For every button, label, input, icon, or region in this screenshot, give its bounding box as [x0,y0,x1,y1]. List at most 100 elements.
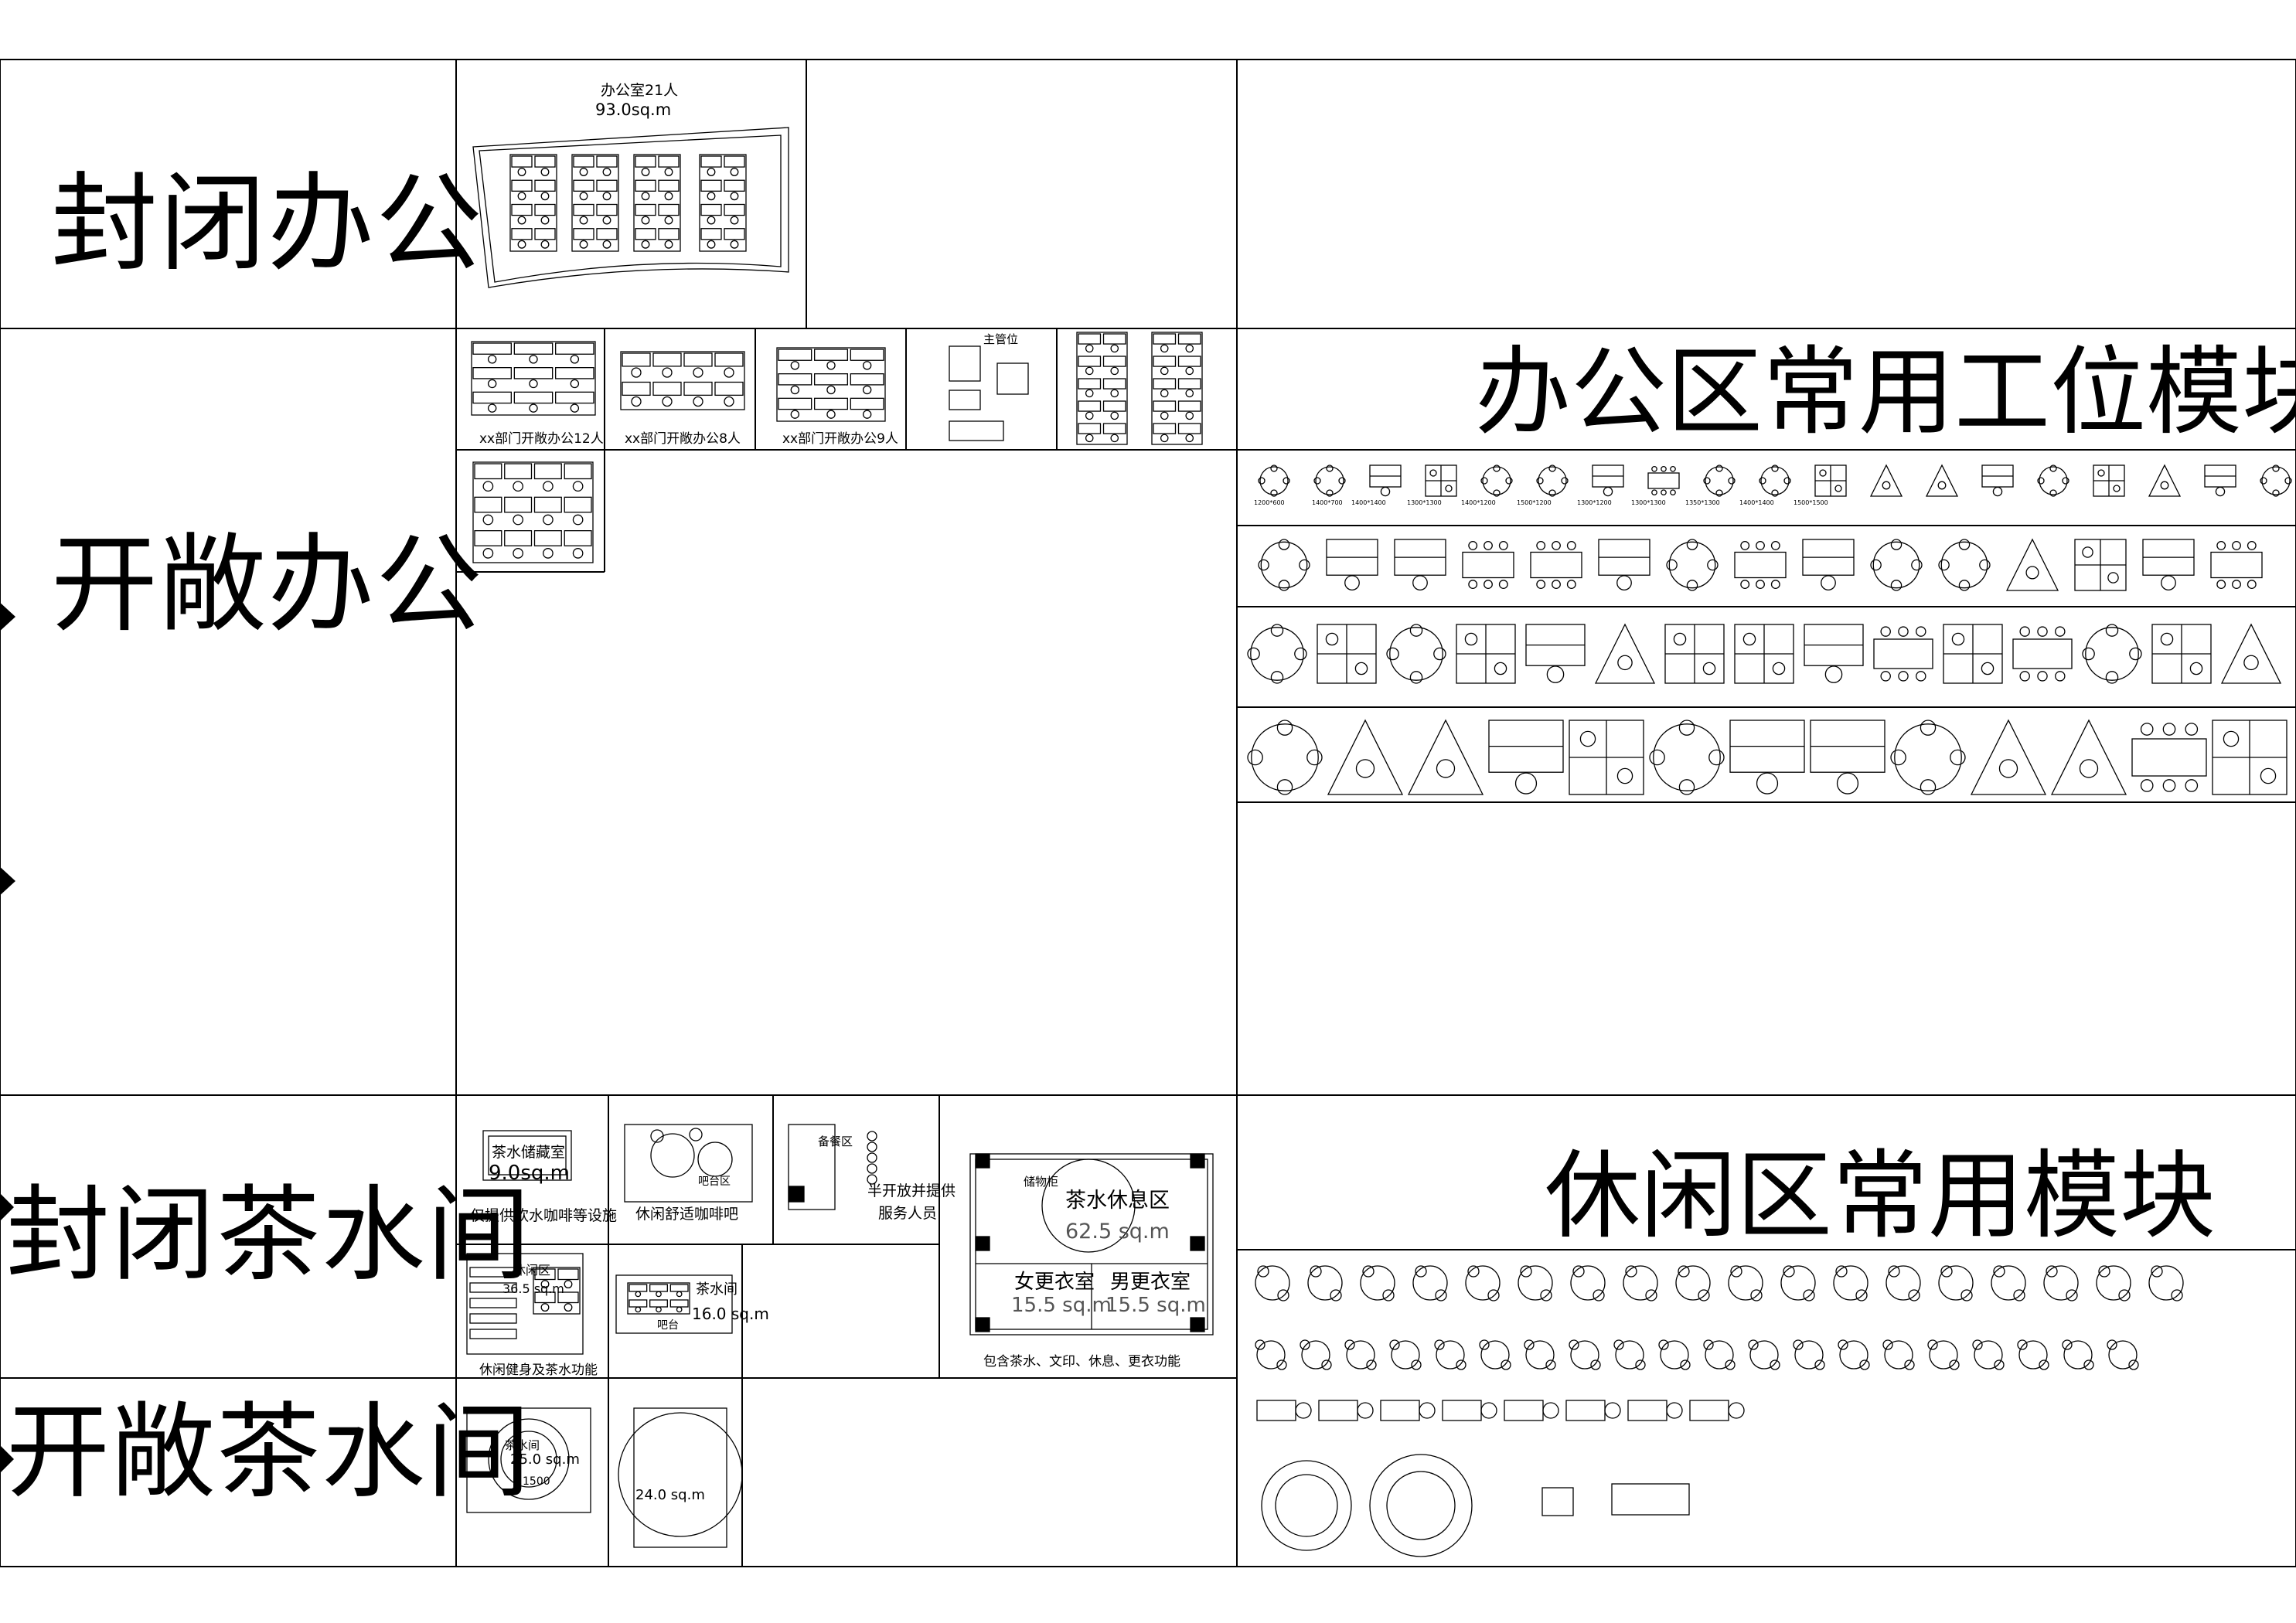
chair-symbol [1330,1289,1342,1301]
chair-symbol [707,216,716,225]
chair-symbol [1501,1359,1511,1370]
workstation-module [1925,464,1959,497]
sofa-symbol [1689,1400,1729,1421]
triangle-marker [0,864,15,898]
chair-symbol [641,192,650,201]
chair-symbol [1344,1339,1355,1350]
chair-symbol [579,192,588,201]
desk-outline [472,367,512,379]
column-symbol [788,1186,805,1203]
chair-symbol [572,481,584,492]
desk-outline [814,397,848,410]
room-area: 15.5 sq.m [1011,1294,1112,1317]
column-symbol [975,1153,990,1169]
desk-outline [714,352,744,367]
chair-symbol [707,192,716,201]
chair-symbol [1938,559,1950,571]
chair-symbol [867,1174,877,1185]
chair-symbol [1445,485,1453,492]
chair-symbol [1185,411,1194,420]
lounge-table [1974,1340,2003,1370]
chair-symbol [1911,559,1923,571]
lounge-table [1623,1265,1658,1301]
chair-symbol [1545,1359,1556,1370]
round-lounge [1275,1474,1338,1537]
chair-symbol [1313,477,1321,485]
chair-symbol [1389,1339,1400,1350]
chair-symbol [1498,580,1508,590]
chair-symbol [1493,464,1501,472]
lounge-table [1728,1265,1763,1301]
round-table [1259,466,1289,495]
chair-symbol [664,192,673,201]
chair-symbol [1949,1359,1960,1370]
chair-symbol [1270,489,1278,497]
desk-outline [1153,333,1177,345]
workstation-size-label: 1400*1400 [1351,499,1386,506]
workstation-module [2012,638,2073,669]
chair-symbol [517,192,526,201]
chair-symbol [2171,1289,2183,1301]
section-title-leisure-modules: 休闲区常用模块 [1545,1141,2216,1252]
lounge-table [1436,1340,1465,1370]
chair-symbol [579,168,588,176]
chair-symbol [641,168,650,176]
room-outline [788,1124,836,1210]
room-label: 吧台区 [698,1176,731,1188]
workstation-cluster [776,347,886,422]
chair-symbol [730,216,739,225]
desk-outline [658,228,680,240]
room-label: 女更衣室 [1014,1271,1095,1294]
chair-symbol [2185,723,2199,736]
chair-symbol [1300,1339,1310,1350]
chair-symbol [1412,575,1428,590]
sofa-symbol [1318,1400,1358,1421]
chair-symbol [1505,477,1513,485]
chair-symbol [1536,540,1546,550]
workstation-cluster [627,1282,690,1315]
lounge-table [1465,1265,1501,1301]
desk-outline [596,203,618,216]
chair-symbol [1514,772,1538,794]
chair-symbol [1702,662,1716,675]
chair-symbol [602,240,611,249]
desk-outline [1078,423,1102,434]
chair-symbol [1110,434,1119,443]
chair-symbol [862,361,872,370]
chair-symbol [1561,477,1569,485]
room-label: 茶水间 [696,1281,738,1298]
desk-outline [513,342,554,355]
chair-symbol [1981,662,1995,675]
chair-symbol [1855,1289,1868,1301]
chair-symbol [2118,1289,2131,1301]
chair-symbol [1185,389,1194,398]
chair-symbol [1552,580,1561,590]
chair-symbol [790,361,800,370]
round-table [1250,627,1304,681]
workstation-module [949,345,981,382]
chair-symbol [1255,1339,1266,1350]
chair-symbol [2185,779,2199,792]
room-area: 25.0 sq.m [510,1451,580,1468]
chair-symbol [2160,632,2174,646]
chair-symbol [2247,580,2257,590]
chair-symbol [676,1291,683,1298]
lounge-table [2096,1265,2131,1301]
triangle-marker [0,1442,14,1476]
chair-symbol [1958,580,1971,591]
workstation-module [949,390,981,410]
workstation-cluster [471,341,596,416]
chair-symbol [1979,559,1991,571]
chair-symbol [724,367,734,378]
desk-outline [658,155,680,168]
chair-symbol [1992,486,2003,497]
chair-symbol [540,1303,550,1312]
chair-symbol [1276,1359,1287,1370]
chair-symbol [1085,389,1094,398]
desk-outline [714,381,744,396]
chair-symbol [1814,1359,1825,1370]
chair-symbol [1898,626,1909,637]
lounge-table [1929,1340,1958,1370]
chair-symbol [1484,580,1493,590]
chair-symbol [1536,477,1544,485]
